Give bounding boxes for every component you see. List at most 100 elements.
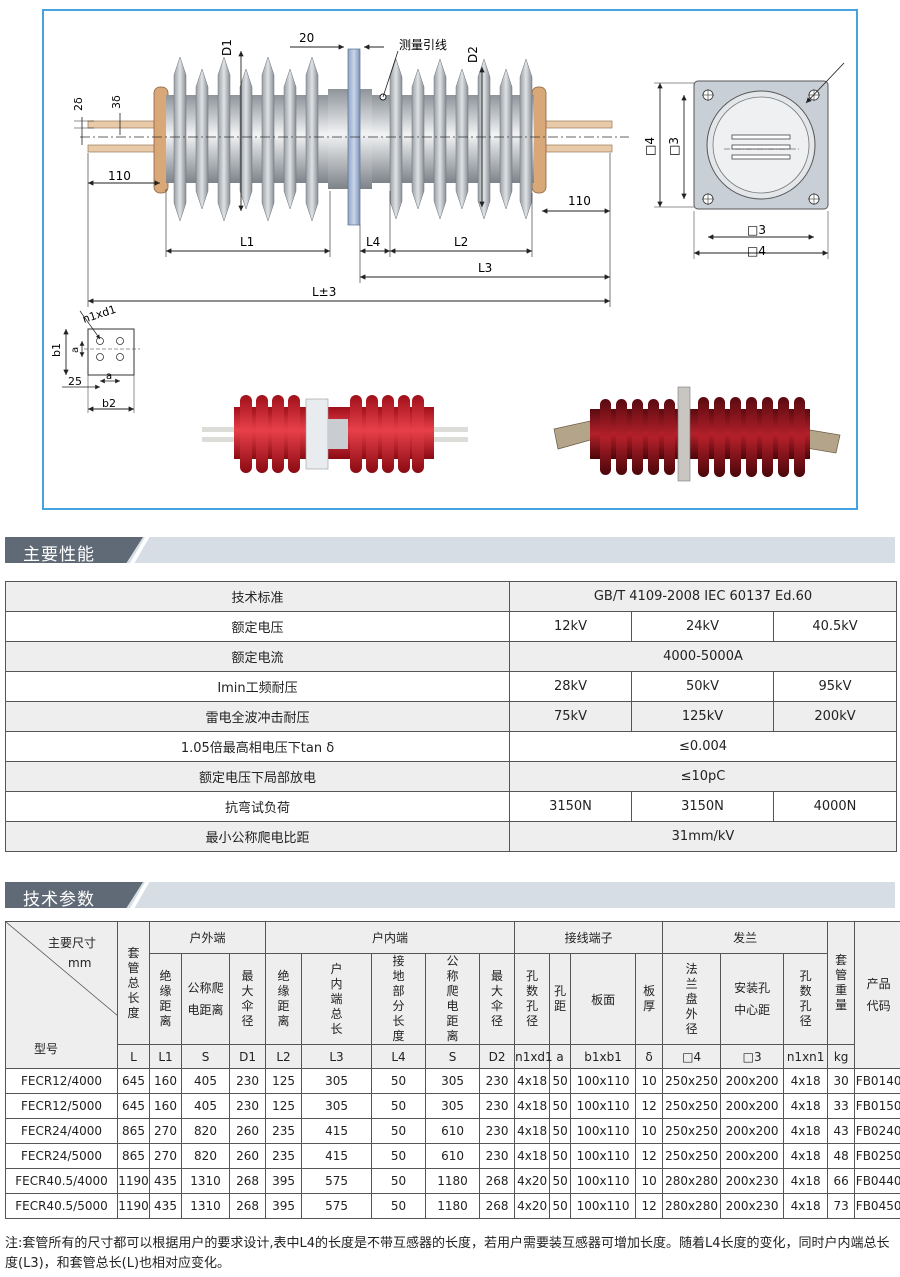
table-cell: 10 [635, 1068, 664, 1094]
header-product-code-text: 产品代码 [866, 977, 891, 1013]
table-cell: 4x18 [783, 1193, 829, 1219]
performance-value: 200kV [773, 701, 897, 732]
performance-label: 最小公称爬电比距 [5, 821, 510, 852]
table-cell: 4x20 [514, 1168, 551, 1194]
performance-label: 抗弯试负荷 [5, 791, 510, 822]
table-cell: 100x110 [570, 1168, 637, 1194]
table-cell: 1310 [181, 1168, 230, 1194]
symbol-cell: L2 [265, 1044, 303, 1069]
table-cell: FB0240 [854, 1118, 900, 1144]
terminal-plate-detail: n1xd1 b1 a a 25 b2 [50, 303, 140, 413]
model-name: FECR12/5000 [5, 1093, 118, 1119]
insulator-shed [519, 58, 533, 220]
table-cell: 415 [301, 1118, 373, 1144]
table-cell: 200x200 [720, 1118, 785, 1144]
right-terminal-bar-bottom [539, 144, 613, 153]
table-cell: 230 [479, 1093, 516, 1119]
header-total-length: 套管总长度 [117, 921, 150, 1045]
performance-value: 12kV [509, 611, 632, 642]
table-cell: 200x200 [720, 1093, 785, 1119]
header-weight: 套管重量 [827, 921, 856, 1045]
performance-value: 28kV [509, 671, 632, 702]
table-cell: 33 [827, 1093, 856, 1119]
sub-flange-holes: 孔数孔径 [783, 953, 829, 1045]
symbol-cell: L [117, 1044, 150, 1069]
performance-label: 1.05倍最高相电压下tan δ [5, 731, 510, 762]
table-cell: 260 [228, 1118, 267, 1144]
table-cell: 250x250 [662, 1093, 722, 1119]
symbol-cell: S [181, 1044, 230, 1069]
table-cell: 4x18 [783, 1068, 829, 1094]
table-cell: 160 [149, 1068, 182, 1094]
table-cell: 66 [827, 1168, 856, 1194]
table-cell: 268 [479, 1168, 516, 1194]
product-photo-right [553, 386, 841, 482]
section-header-performance: 主要性能 [5, 537, 895, 565]
sub-indoor-length: 户内端总长 [301, 953, 373, 1045]
symbol-cell: L3 [301, 1044, 373, 1069]
table-cell: 280x280 [662, 1168, 722, 1194]
insulator-shed [261, 56, 275, 222]
table-cell: 1190 [117, 1168, 150, 1194]
table-cell: 4x20 [514, 1193, 551, 1219]
performance-value: 4000N [773, 791, 897, 822]
photo-shed [288, 395, 300, 473]
insulator-shed [389, 58, 403, 220]
insulator-shed [305, 56, 319, 222]
performance-value: 125kV [631, 701, 774, 732]
performance-label: 技术标准 [5, 581, 510, 612]
sub-terminal-plate: 板面 [570, 953, 637, 1045]
sub-outdoor-insulation: 绝缘距离 [149, 953, 182, 1045]
table-cell: 50 [371, 1093, 427, 1119]
photo-shed [350, 395, 362, 473]
photo-shed [778, 397, 789, 477]
insulator-shed [217, 56, 231, 222]
table-cell: FB0250 [854, 1143, 900, 1169]
photo-shed [600, 399, 611, 475]
table-cell: 415 [301, 1143, 373, 1169]
table-cell: 865 [117, 1118, 150, 1144]
technical-drawing-frame: D1 D2 20 测量引线 2δ 3δ 110 110 L1 [42, 9, 858, 510]
sub-terminal-pitch: 孔距 [549, 953, 572, 1045]
symbol-cell: b1xb1 [570, 1044, 637, 1069]
photo-shed [714, 397, 725, 477]
table-cell: 50 [549, 1093, 572, 1119]
sub-indoor-ground: 接地部分长度 [371, 953, 427, 1045]
header-outdoor: 户外端 [148, 921, 267, 954]
table-cell: 395 [265, 1168, 303, 1194]
symbol-cell: δ [635, 1044, 664, 1069]
table-cell: 200x230 [720, 1168, 785, 1194]
performance-label: Imin工频耐压 [5, 671, 510, 702]
photo-shed [382, 395, 394, 473]
performance-value: 24kV [631, 611, 774, 642]
table-cell: 50 [549, 1118, 572, 1144]
table-cell: 280x280 [662, 1193, 722, 1219]
dim-l2: L2 [454, 235, 468, 249]
model-name: FECR24/5000 [5, 1143, 118, 1169]
section-title-performance: 主要性能 [23, 545, 95, 565]
dim-d2: D2 [466, 46, 480, 63]
sub-flange-center: 安装孔中心距 [720, 953, 785, 1045]
table-cell: 200x200 [720, 1068, 785, 1094]
performance-label: 额定电压 [5, 611, 510, 642]
performance-value: 95kV [773, 671, 897, 702]
symbol-cell: D2 [479, 1044, 516, 1069]
table-cell: 435 [149, 1168, 182, 1194]
table-cell: 30 [827, 1068, 856, 1094]
table-cell: 610 [425, 1143, 481, 1169]
insulator-shed [239, 68, 253, 210]
insulator-shed [433, 58, 447, 220]
table-cell: 50 [549, 1168, 572, 1194]
photo-shed [746, 397, 757, 477]
table-cell: 4x18 [783, 1168, 829, 1194]
table-cell: 260 [228, 1143, 267, 1169]
sub-flange-outer: 法兰盘外径 [662, 953, 722, 1045]
table-cell: 160 [149, 1093, 182, 1119]
table-cell: 395 [265, 1193, 303, 1219]
left-terminal-bar-top [87, 120, 161, 129]
insulator-shed [173, 56, 187, 222]
performance-row: 1.05倍最高相电压下tan δ≤0.004 [5, 731, 897, 762]
